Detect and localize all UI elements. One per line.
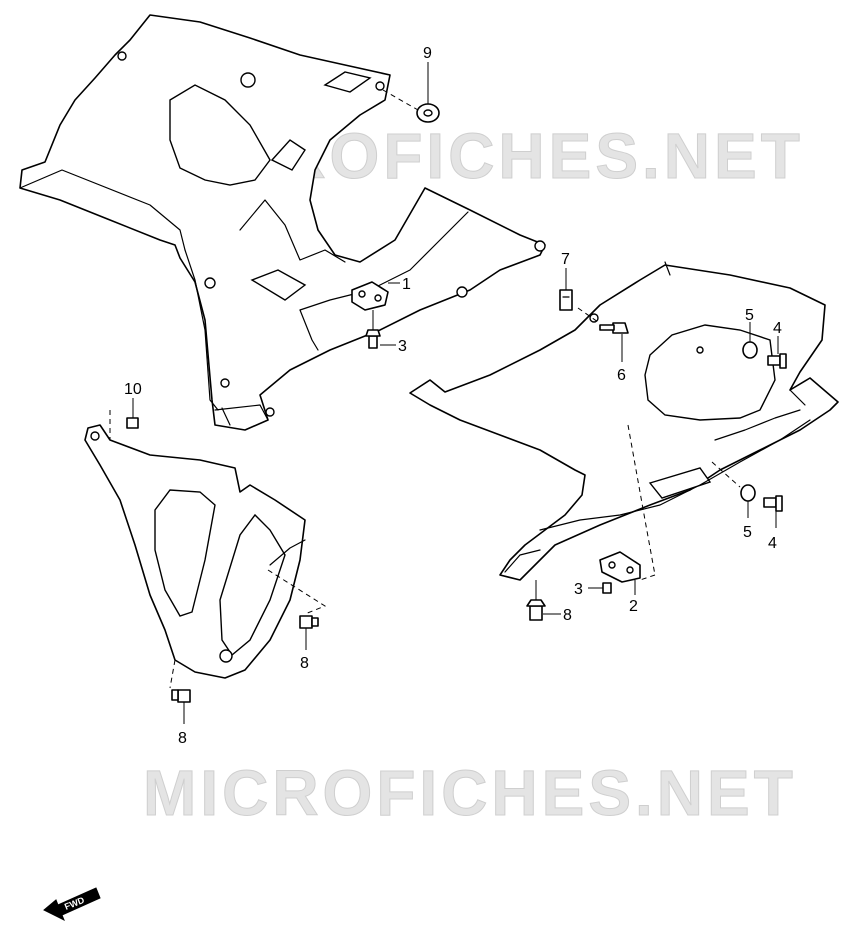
callout-1-label: 1 <box>402 276 411 293</box>
callout-4-upper: 4 <box>773 320 782 354</box>
callout-4-lower: 4 <box>768 511 777 552</box>
callout-7: 7 <box>561 251 570 290</box>
right-lower-cowling <box>409 261 839 581</box>
bracket-1 <box>351 281 389 311</box>
callout-6-label: 6 <box>617 367 626 384</box>
callout-3-upper: 3 <box>380 338 407 355</box>
grommet-5-upper <box>742 341 758 359</box>
callout-5-lower: 5 <box>743 501 752 541</box>
grommet-9 <box>416 103 440 123</box>
callout-9: 9 <box>423 45 432 104</box>
callout-2: 2 <box>629 580 638 615</box>
screw-8-left <box>171 689 191 703</box>
callout-1: 1 <box>388 276 411 293</box>
screw-3-lower <box>602 582 612 594</box>
left-inner-panel <box>84 424 306 679</box>
callout-8-right-label: 8 <box>563 607 572 624</box>
clip-10 <box>126 417 139 429</box>
fwd-arrow-icon: FWD <box>43 887 101 922</box>
callout-5-upper: 5 <box>745 307 754 342</box>
callout-8-left: 8 <box>178 702 187 747</box>
callout-3-upper-label: 3 <box>398 338 407 355</box>
callout-3-lower: 3 <box>574 581 603 598</box>
callout-2-label: 2 <box>629 598 638 615</box>
screw-4-lower <box>763 495 783 512</box>
screw-3-upper <box>365 329 381 349</box>
screw-8-middle <box>299 615 319 629</box>
callout-6: 6 <box>617 334 626 384</box>
screw-4-upper <box>767 353 787 369</box>
nut-7 <box>559 289 573 311</box>
bracket-2 <box>599 551 641 583</box>
callout-5-upper-label: 5 <box>745 307 754 324</box>
callout-8-middle-label: 8 <box>300 655 309 672</box>
callout-7-label: 7 <box>561 251 570 268</box>
callout-8-right: 8 <box>543 607 572 624</box>
callout-4-lower-label: 4 <box>768 535 777 552</box>
screw-8-right <box>526 599 546 621</box>
callout-8-middle: 8 <box>300 628 309 672</box>
callout-5-lower-label: 5 <box>743 524 752 541</box>
upper-left-cowling <box>19 14 546 431</box>
callout-4-upper-label: 4 <box>773 320 782 337</box>
bolt-6 <box>599 322 629 334</box>
grommet-5-lower <box>740 484 756 502</box>
callout-10: 10 <box>124 381 142 418</box>
callout-3-lower-label: 3 <box>574 581 583 598</box>
callout-8-left-label: 8 <box>178 730 187 747</box>
callout-10-label: 10 <box>124 381 142 398</box>
callout-9-label: 9 <box>423 45 432 62</box>
watermark-bottom: MICROFICHES.NET <box>143 757 797 829</box>
